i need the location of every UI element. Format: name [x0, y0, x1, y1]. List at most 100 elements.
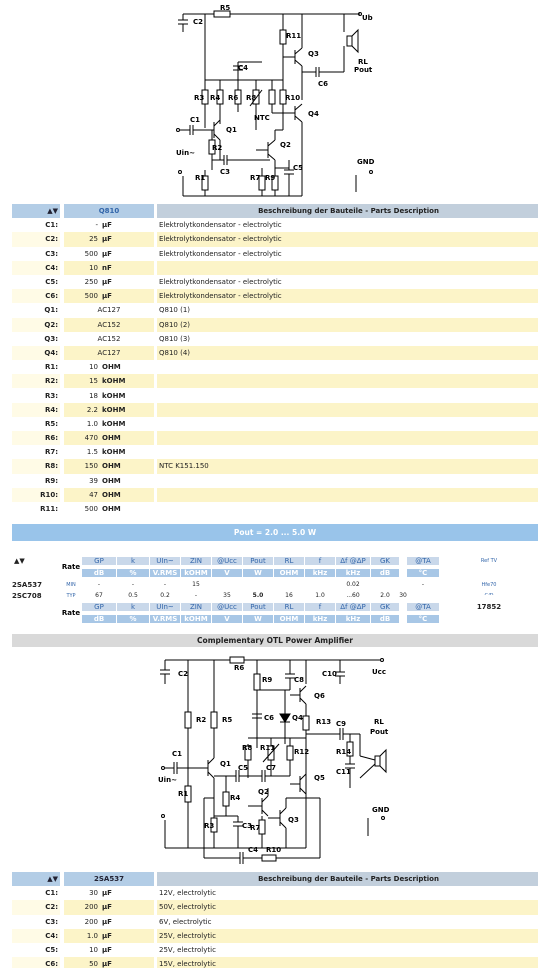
label-r3: R3 — [194, 94, 204, 102]
label-ub: Ub — [362, 14, 373, 22]
part-number: AC127 — [97, 306, 121, 315]
part-unit: µF — [102, 946, 112, 955]
label2-r13: R13 — [316, 718, 331, 726]
part-unit: OHM — [102, 490, 121, 499]
part-column-header: 2SA537 — [94, 875, 124, 884]
part-id: C6: — [45, 960, 58, 968]
part-id: R1: — [44, 363, 58, 372]
part-unit: µF — [102, 278, 112, 287]
label2-q1: Q1 — [220, 760, 231, 768]
part-id: R9: — [44, 476, 58, 485]
label2-r4: R4 — [230, 794, 240, 802]
part-value: 1.5 — [86, 448, 98, 457]
part-value: 18 — [89, 391, 98, 400]
parts-table-header: ▲▼ Q810 Beschreibung der Bauteile - Part… — [12, 204, 538, 219]
part-description: Q810 (3) — [159, 334, 191, 343]
part-value: 470 — [84, 434, 98, 443]
label-r2: R2 — [212, 144, 222, 152]
spec-sort-arrows-icon[interactable]: ▲▼ — [12, 555, 60, 567]
spec-params-cell: f — [305, 603, 335, 611]
part-value: 47 — [89, 490, 98, 499]
part-description: Elektrolytkondensator - electrolytic — [159, 249, 282, 258]
spec-units-cell: kOHM — [181, 569, 211, 577]
spec-units-cell: V — [212, 615, 242, 623]
label-q1: Q1 — [226, 126, 237, 134]
label-uin: Uin~ — [176, 149, 195, 157]
part-id: C4: — [45, 263, 58, 272]
label2-r8: R8 — [242, 744, 252, 752]
label-ntc: NTC — [254, 114, 270, 122]
part-id: R11: — [40, 505, 58, 514]
part-id: R4: — [44, 405, 58, 414]
schematic-otl-amplifier: C2 R6 Ucc R9 C8 C10 Q6 R2 R5 C6 Q4 R13 C… — [158, 656, 390, 864]
spec-params-cell: UIn~ — [150, 603, 180, 611]
spec-params-cell: @Ucc — [212, 557, 242, 565]
part-value: 200 — [84, 917, 98, 926]
spec-params-cell: f — [305, 557, 335, 565]
label2-ucc: Ucc — [372, 668, 386, 676]
label-r10: R10 — [285, 94, 300, 102]
spec-value-cell: - — [131, 581, 135, 588]
part-unit: µF — [102, 917, 112, 926]
part-unit: nF — [102, 263, 112, 272]
spec-value-cell: 2.0 — [380, 592, 390, 599]
part-value: 10 — [89, 363, 98, 372]
spec-units-cell: W — [243, 569, 273, 577]
spec-params-cell: GK — [371, 557, 399, 565]
spec-code: 17852 — [440, 595, 538, 619]
sort-arrows-icon[interactable]: ▲▼ — [47, 207, 58, 216]
label2-c11: C11 — [336, 768, 351, 776]
label-gnd: GND — [357, 158, 375, 166]
part-value: 50 — [89, 960, 98, 968]
label2-q2: Q2 — [258, 788, 269, 796]
device-2: 2SC708 — [12, 591, 42, 600]
part-value: 200 — [84, 903, 98, 912]
label2-rl: RL — [374, 718, 384, 726]
part-value: 30 — [89, 889, 98, 898]
spec-value-cell: - — [194, 592, 198, 599]
spec-units-cell: % — [117, 569, 149, 577]
sort-arrows-icon[interactable]: ▲▼ — [47, 875, 58, 884]
part-value: 500 — [84, 505, 98, 514]
part-unit: kOHM — [102, 448, 126, 457]
spec-value-cell: 1.0 — [315, 592, 325, 599]
part-number: AC152 — [97, 334, 121, 343]
label-r6: R6 — [228, 94, 238, 102]
rate-label: Rate — [60, 555, 82, 579]
part-unit: µF — [102, 292, 112, 301]
label2-c5: C5 — [238, 764, 248, 772]
spec-params-cell: GP — [82, 603, 116, 611]
spec-units-cell: V.RMS — [150, 569, 180, 577]
label2-r3: R3 — [204, 822, 214, 830]
part-unit: OHM — [102, 462, 121, 471]
spec-params-cell: ZIN — [181, 557, 211, 565]
spec-params-cell: RL — [274, 557, 304, 565]
part-id: C2: — [45, 235, 58, 244]
spec-params-cell: k — [117, 603, 149, 611]
part-unit: µF — [102, 889, 112, 898]
part-unit: OHM — [102, 505, 121, 514]
label2-q5: Q5 — [314, 774, 325, 782]
spec-params-cell: Pout — [243, 557, 273, 565]
part-unit: kOHM — [102, 405, 126, 414]
part-description: 15V, electrolytic — [159, 960, 216, 968]
spec-value-cell: - — [163, 581, 167, 588]
label-c6: C6 — [318, 80, 328, 88]
part-id: C3: — [45, 249, 58, 258]
label-c4: C4 — [238, 64, 248, 72]
part-id: R7: — [44, 448, 58, 457]
part-id: R3: — [44, 391, 58, 400]
spec-value-cell: - — [97, 581, 101, 588]
part-value: 250 — [84, 278, 98, 287]
part-number: AC152 — [97, 320, 121, 329]
